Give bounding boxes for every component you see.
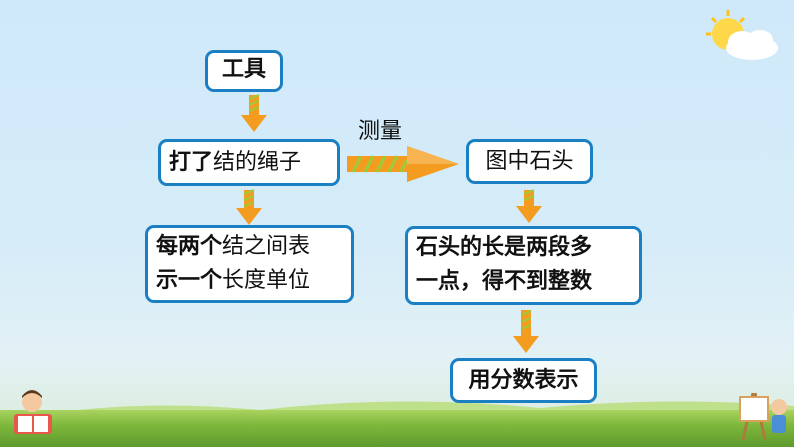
length-line-2: 一点，得不到整数 xyxy=(416,265,631,299)
length-line-1-rest: 头的长是两段多 xyxy=(438,235,593,260)
unit-line-2-rest: 长度单位 xyxy=(222,268,311,293)
rope-text: 结的绳子 xyxy=(213,150,302,175)
tool-box: 工具 xyxy=(205,50,283,92)
down-arrow-1 xyxy=(241,94,267,132)
length-line-2-text: 一点，得不到整数 xyxy=(416,269,593,294)
length-line-1-bold: 石 xyxy=(416,235,439,260)
sun-cloud-icon xyxy=(706,10,778,60)
tool-label: 工具 xyxy=(221,57,266,82)
down-arrow-3 xyxy=(516,189,542,223)
length-line-1: 石头的长是两段多 xyxy=(416,231,631,265)
unit-line-2: 示一个长度单位 xyxy=(156,264,343,298)
unit-line-1-bold: 每两个 xyxy=(156,234,223,259)
stone-length-box: 石头的长是两段多 一点，得不到整数 xyxy=(405,226,642,305)
reading-child-icon xyxy=(14,390,52,434)
unit-line-2-bold: 示一个 xyxy=(156,268,223,293)
measure-label: 测量 xyxy=(358,119,403,144)
down-arrow-4 xyxy=(513,310,539,353)
stone-box: 图中石头 xyxy=(466,139,593,184)
fraction-box: 用分数表示 xyxy=(450,358,597,403)
rope-bold-text: 打了 xyxy=(169,150,214,175)
right-arrow xyxy=(347,146,459,182)
grass-strip xyxy=(0,410,794,447)
fraction-label: 用分数表示 xyxy=(468,368,579,393)
knotted-rope-box: 打了结的绳子 xyxy=(158,139,340,186)
stone-label: 图中石头 xyxy=(485,149,574,174)
unit-definition-box: 每两个结之间表 示一个长度单位 xyxy=(145,225,354,303)
unit-line-1: 每两个结之间表 xyxy=(156,230,343,264)
painting-child-icon xyxy=(739,392,787,441)
unit-line-1-rest: 结之间表 xyxy=(222,234,311,259)
down-arrow-2 xyxy=(236,189,262,225)
